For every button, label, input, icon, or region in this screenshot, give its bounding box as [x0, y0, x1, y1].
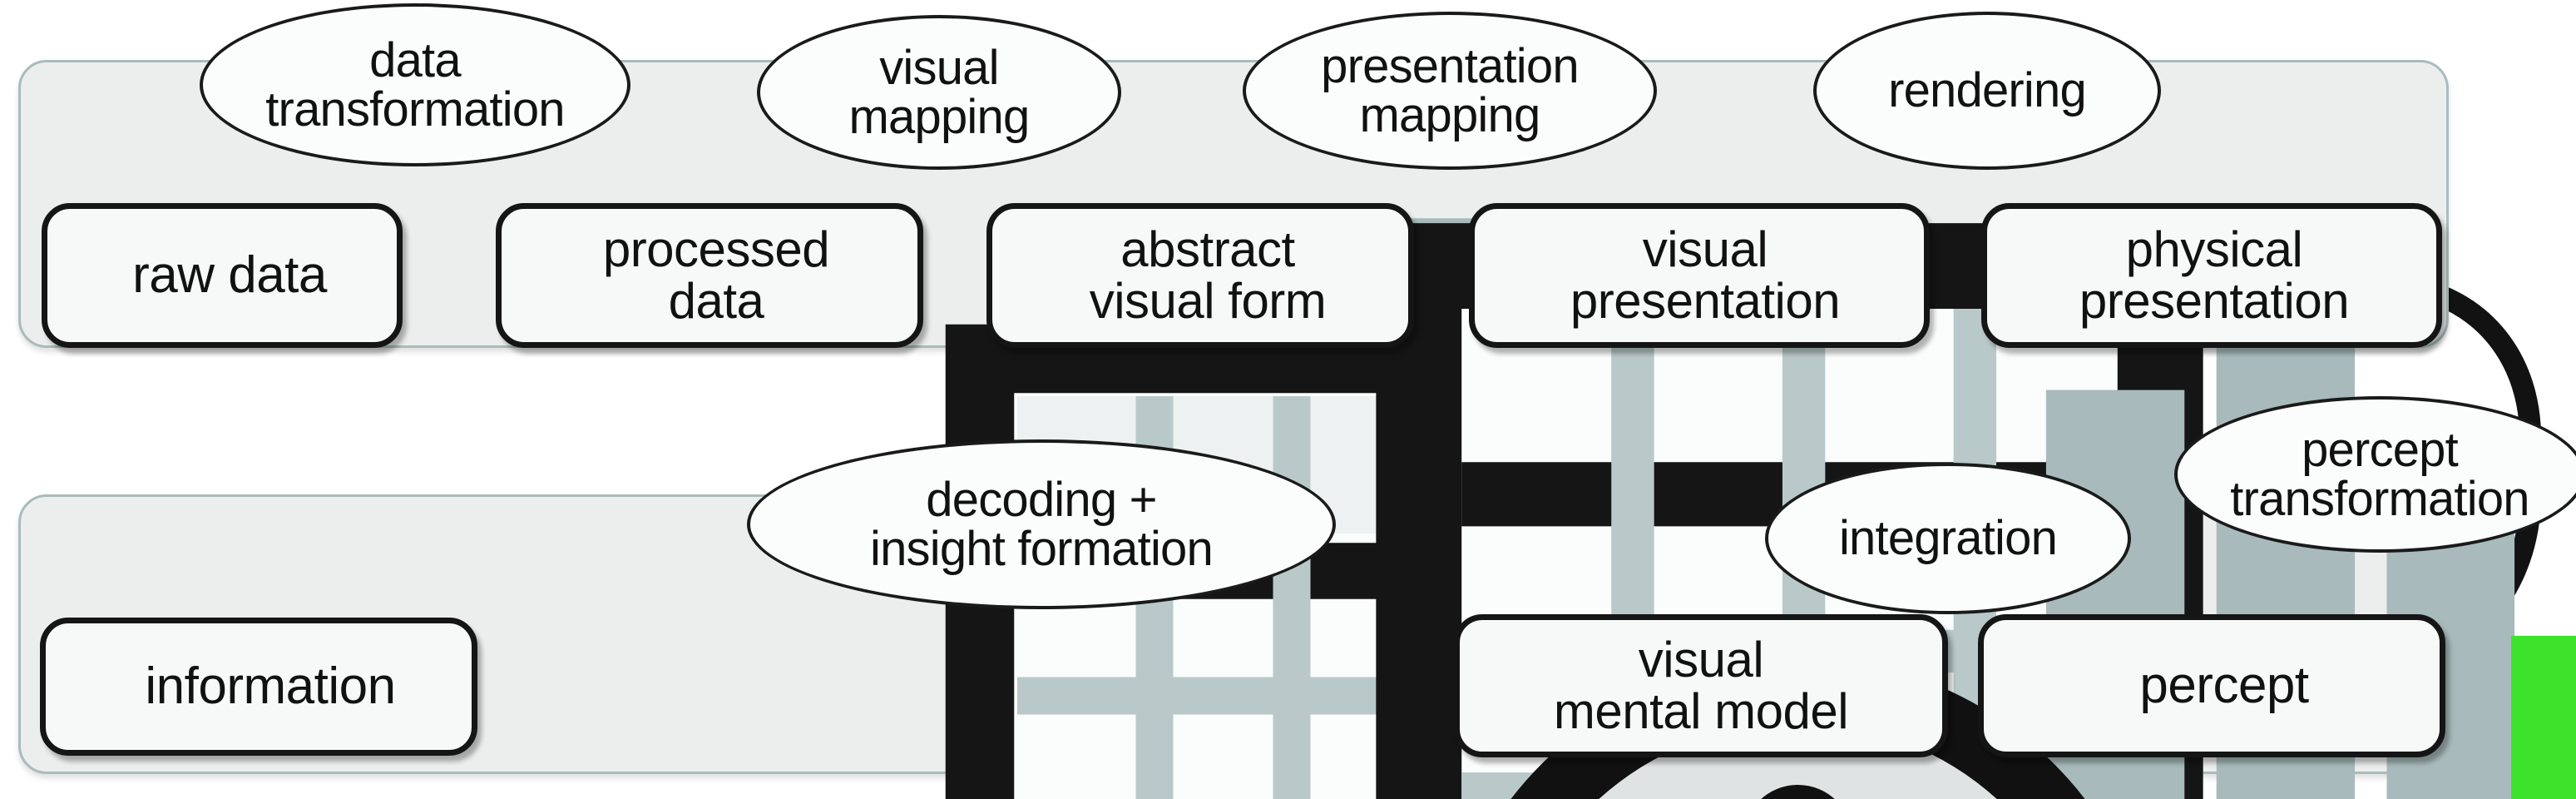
edge-label-rendering[interactable]: rendering: [1813, 12, 2161, 170]
edge-text-decoding-insight-formation: decoding + insight formation: [870, 472, 1214, 576]
node-label-percept: percept: [2139, 656, 2309, 714]
edge-label-data-transformation[interactable]: data transformation: [200, 3, 630, 166]
edge-text-integration: integration: [1838, 511, 2058, 566]
edge-text-data-transformation: data transformation: [265, 32, 565, 136]
edge-text-visual-mapping: visual mapping: [848, 40, 1031, 144]
node-physical-presentation[interactable]: physical presentation: [1981, 203, 2442, 348]
edge-text-percept-transformation: percept transformation: [2230, 422, 2529, 526]
edge-label-decoding-insight-formation[interactable]: decoding + insight formation: [747, 439, 1336, 609]
node-abstract-visual-form[interactable]: abstract visual form: [986, 203, 2515, 799]
edge-label-presentation-mapping[interactable]: presentation mapping: [1243, 12, 1657, 170]
node-label-raw-data: raw data: [132, 246, 327, 304]
edge-label-integration[interactable]: integration: [1765, 463, 2131, 614]
node-percept[interactable]: percept: [1978, 614, 2445, 757]
node-processed-data[interactable]: processed data: [496, 203, 2203, 799]
node-visual-mental-model[interactable]: visual mental model: [1454, 614, 1948, 757]
node-label-physical-presentation: physical presentation: [2079, 221, 2350, 329]
node-information[interactable]: information: [40, 618, 2085, 799]
node-visual-presentation[interactable]: visual presentation: [1469, 203, 2576, 799]
node-label-visual-presentation: visual presentation: [1570, 221, 1841, 329]
edge-text-rendering: rendering: [1888, 63, 2087, 118]
node-raw-data[interactable]: raw data: [42, 203, 1719, 799]
edge-label-percept-transformation[interactable]: percept transformation: [2174, 396, 2576, 553]
node-label-visual-mental-model: visual mental model: [1553, 631, 1849, 739]
edge-label-visual-mapping[interactable]: visual mapping: [757, 15, 1121, 170]
node-label-abstract-visual-form: abstract visual form: [1089, 221, 1327, 329]
node-label-processed-data: processed data: [602, 221, 830, 329]
edge-text-presentation-mapping: presentation mapping: [1321, 38, 1579, 142]
node-label-information: information: [145, 657, 396, 715]
